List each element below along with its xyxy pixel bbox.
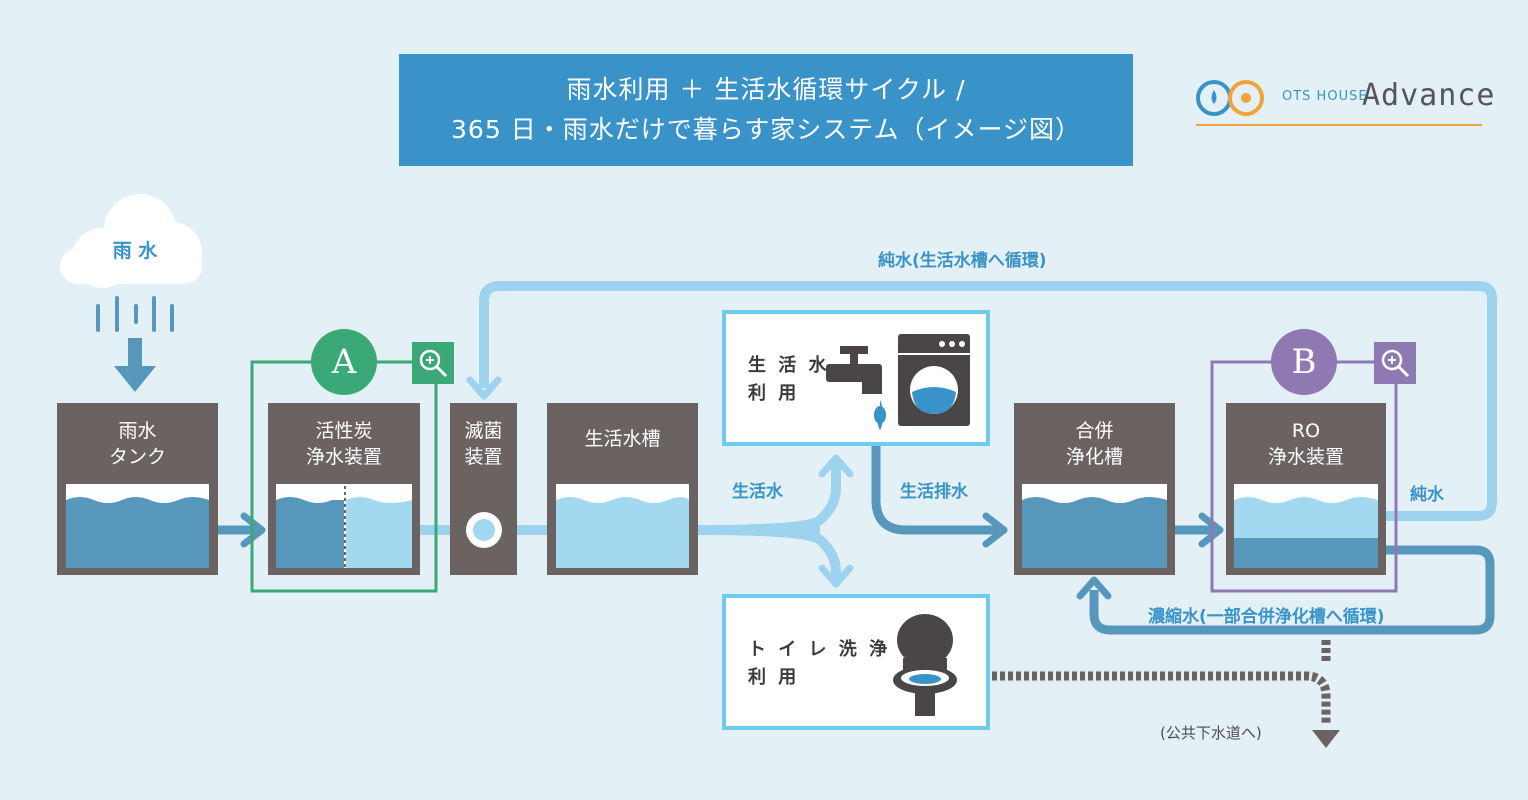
title-line-1: 雨水利用 ＋ 生活水循環サイクル /: [566, 75, 966, 104]
badge-a[interactable]: A: [311, 329, 377, 395]
toilet-icon: [893, 614, 957, 716]
pure-water-label: 純水: [1410, 485, 1444, 505]
title-banner: 雨水利用 ＋ 生活水循環サイクル / 365 日・雨水だけで暮らす家システム（イ…: [399, 54, 1133, 166]
cloud-icon: [60, 194, 202, 288]
living-water-label: 生活水: [732, 482, 783, 502]
sterilizer-label: 滅菌 装置: [464, 420, 503, 468]
drainage-line: [871, 440, 998, 535]
sewer-dashed-line: [992, 671, 1331, 724]
toilet-use-label: ト イ レ 洗 浄 利 用: [748, 639, 891, 688]
rain-label: 雨 水: [112, 240, 158, 262]
septic-tank-device: [1014, 403, 1175, 575]
living-water-use-label: 生 活 水 利 用: [748, 355, 830, 404]
sterilizer-device: [450, 403, 517, 575]
logo-icon: [1196, 80, 1264, 116]
logo-brand: OTS HOUSE: [1282, 89, 1368, 104]
living-water-tank-label: 生活水槽: [584, 428, 661, 450]
living-drainage-label: 生活排水: [900, 482, 968, 502]
rain-drops-icon: [96, 296, 174, 332]
carbon-filter-device: [268, 403, 420, 575]
pure-water-loop-line: [479, 281, 1497, 521]
septic-tank-label: 合併 浄化槽: [1065, 420, 1123, 468]
title-line-2: 365 日・雨水だけで暮らす家システム（イメージ図）: [451, 115, 1081, 144]
living-water-tank-device: [547, 403, 698, 575]
zoom-in-a-icon[interactable]: [412, 342, 454, 384]
logo-name: Advance: [1362, 78, 1496, 113]
faucet-icon: [826, 346, 886, 430]
ro-filter-device: [1226, 403, 1386, 575]
rain-down-arrow-icon: [114, 338, 156, 392]
carbon-filter-label: 活性炭 浄水装置: [305, 420, 382, 468]
public-sewer-label: (公共下水道へ): [1160, 724, 1262, 742]
zoom-in-b-icon[interactable]: [1374, 342, 1416, 384]
arrow-tank-to-filter: [218, 512, 266, 548]
badge-b[interactable]: B: [1271, 329, 1337, 395]
washing-machine-icon: [898, 334, 970, 426]
rain-tank-label: 雨水 タンク: [108, 420, 166, 468]
concentrate-label: 濃縮水(一部合併浄化槽へ循環): [1148, 607, 1385, 627]
rain-tank-device: [57, 403, 218, 575]
ro-filter-label: RO 浄水装置: [1267, 420, 1344, 468]
concentrate-loop-line: [1089, 545, 1495, 635]
pure-water-loop-label: 純水(生活水槽へ循環): [878, 251, 1047, 271]
